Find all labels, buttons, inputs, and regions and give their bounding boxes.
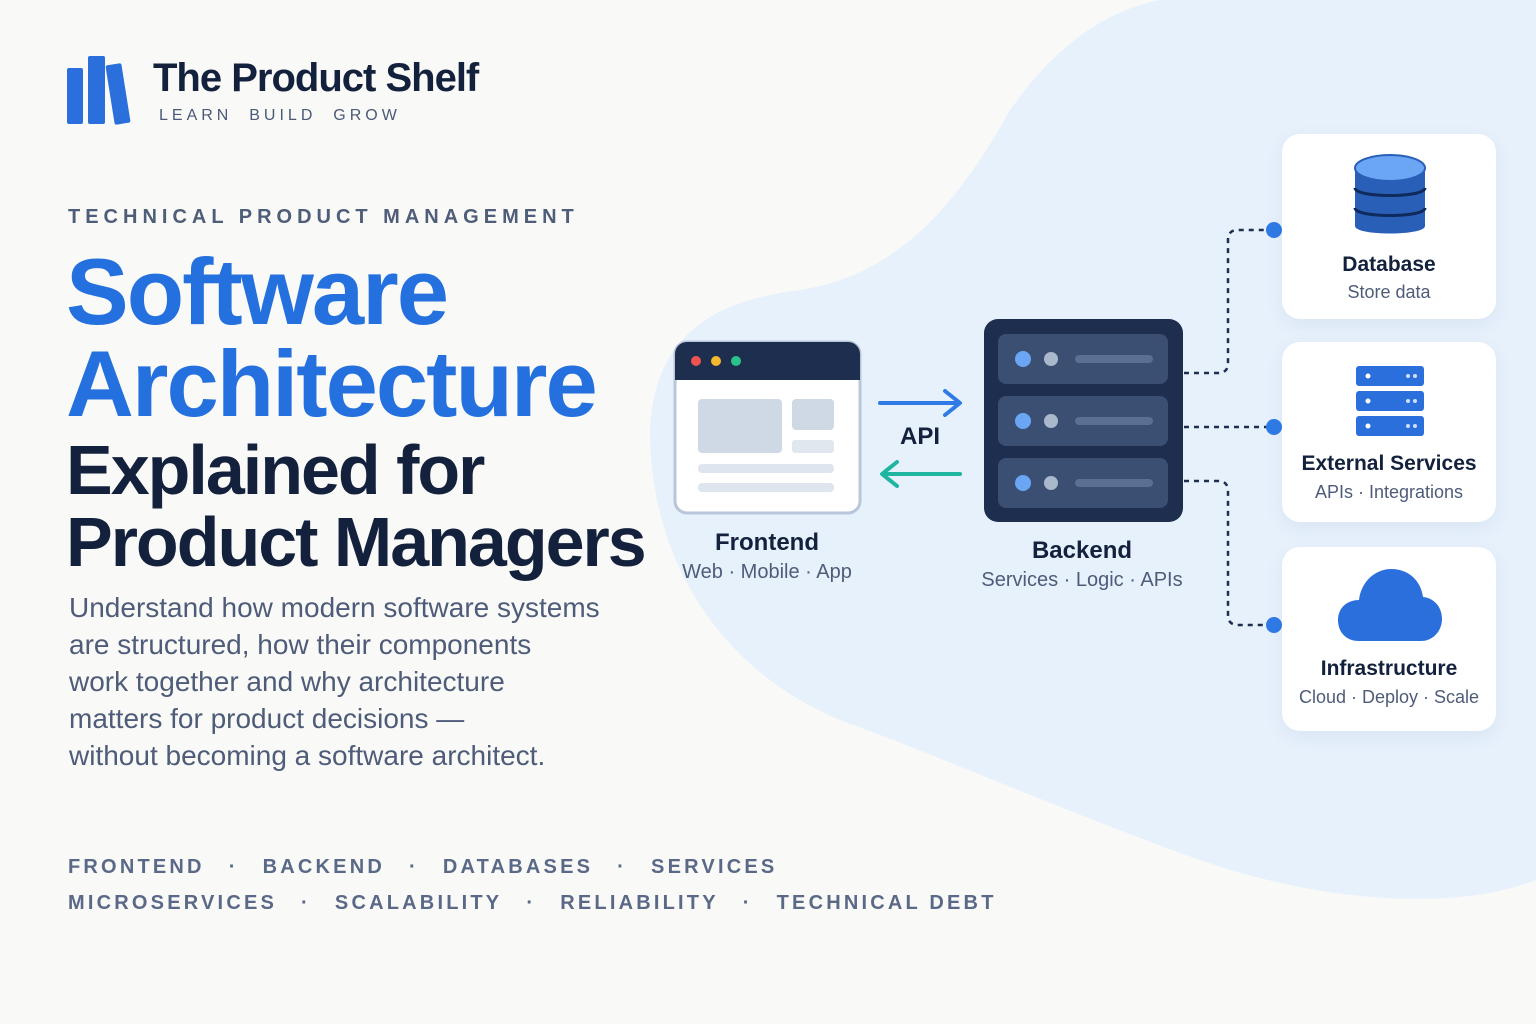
connector-endpoint [1266,419,1282,435]
topic-tag: MICROSERVICES [68,892,278,914]
server-stack-icon [984,319,1183,522]
browser-window-icon [673,340,862,515]
topic-tag: RELIABILITY [560,892,719,914]
separator-dot: · [301,892,311,914]
frontend-title: Frontend [715,529,819,556]
description-line: Understand how modern software systems [69,592,600,623]
brand-name: The Product Shelf [153,56,479,100]
database-icon [1353,154,1427,234]
topics-row-1: FRONTEND · BACKEND · DATABASES · SERVICES [68,856,777,879]
connector-infrastructure [1184,479,1272,627]
title-line-4: Product Managers [66,503,647,581]
title-line-2: Architecture [66,331,598,436]
cloud-icon [1338,569,1442,641]
api-label: API [899,423,940,450]
topic-tag: BACKEND [262,856,385,878]
api-response-arrow [880,460,962,488]
topic-tag: FRONTEND [68,856,205,878]
topic-tag: TECHNICAL DEBT [776,892,997,914]
server-rack-icon [1356,366,1424,436]
topic-tag: SERVICES [651,856,778,878]
separator-dot: · [228,856,239,878]
backend-subtitle: Services · Logic · APIs [981,569,1183,591]
infrastructure-card: Infrastructure Cloud · Deploy · Scale [1282,547,1496,731]
books-logo-icon [67,56,131,125]
database-title: Database [1342,253,1436,276]
database-subtitle: Store data [1347,282,1431,302]
backend-title: Backend [1031,537,1133,564]
description-line: are structured, how their components [69,629,532,660]
connector-endpoint [1266,222,1282,238]
brand-tagline: LEARN BUILD GROW [159,107,401,124]
external-services-card: External Services APIs · Integrations [1282,342,1496,522]
separator-dot: · [526,892,537,914]
separator-dot: · [742,892,753,914]
infrastructure-title: Infrastructure [1320,657,1458,680]
title-line-3: Explained for [66,431,485,509]
topic-tag: DATABASES [442,856,594,878]
description-line: matters for product decisions — [69,703,465,734]
connector-database [1184,228,1272,375]
title-line-1: Software [66,239,449,344]
description-line: work together and why architecture [69,666,505,697]
frontend-subtitle: Web · Mobile · App [682,561,852,583]
separator-dot: · [617,856,628,878]
external-services-title: External Services [1301,452,1477,475]
topic-tag: SCALABILITY [334,892,503,914]
separator-dot: · [409,856,419,878]
description-line: without becoming a software architect. [69,740,546,771]
topics-row-2: MICROSERVICES · SCALABILITY · RELIABILITY · TE… [68,892,997,915]
eyebrow-label: TECHNICAL PRODUCT MANAGEMENT [68,206,579,228]
database-card: Database Store data [1282,134,1496,319]
infrastructure-subtitle: Cloud · Deploy · Scale [1298,687,1480,707]
api-request-arrow [878,389,962,417]
external-services-subtitle: APIs · Integrations [1314,482,1464,502]
connector-endpoint [1266,617,1282,633]
